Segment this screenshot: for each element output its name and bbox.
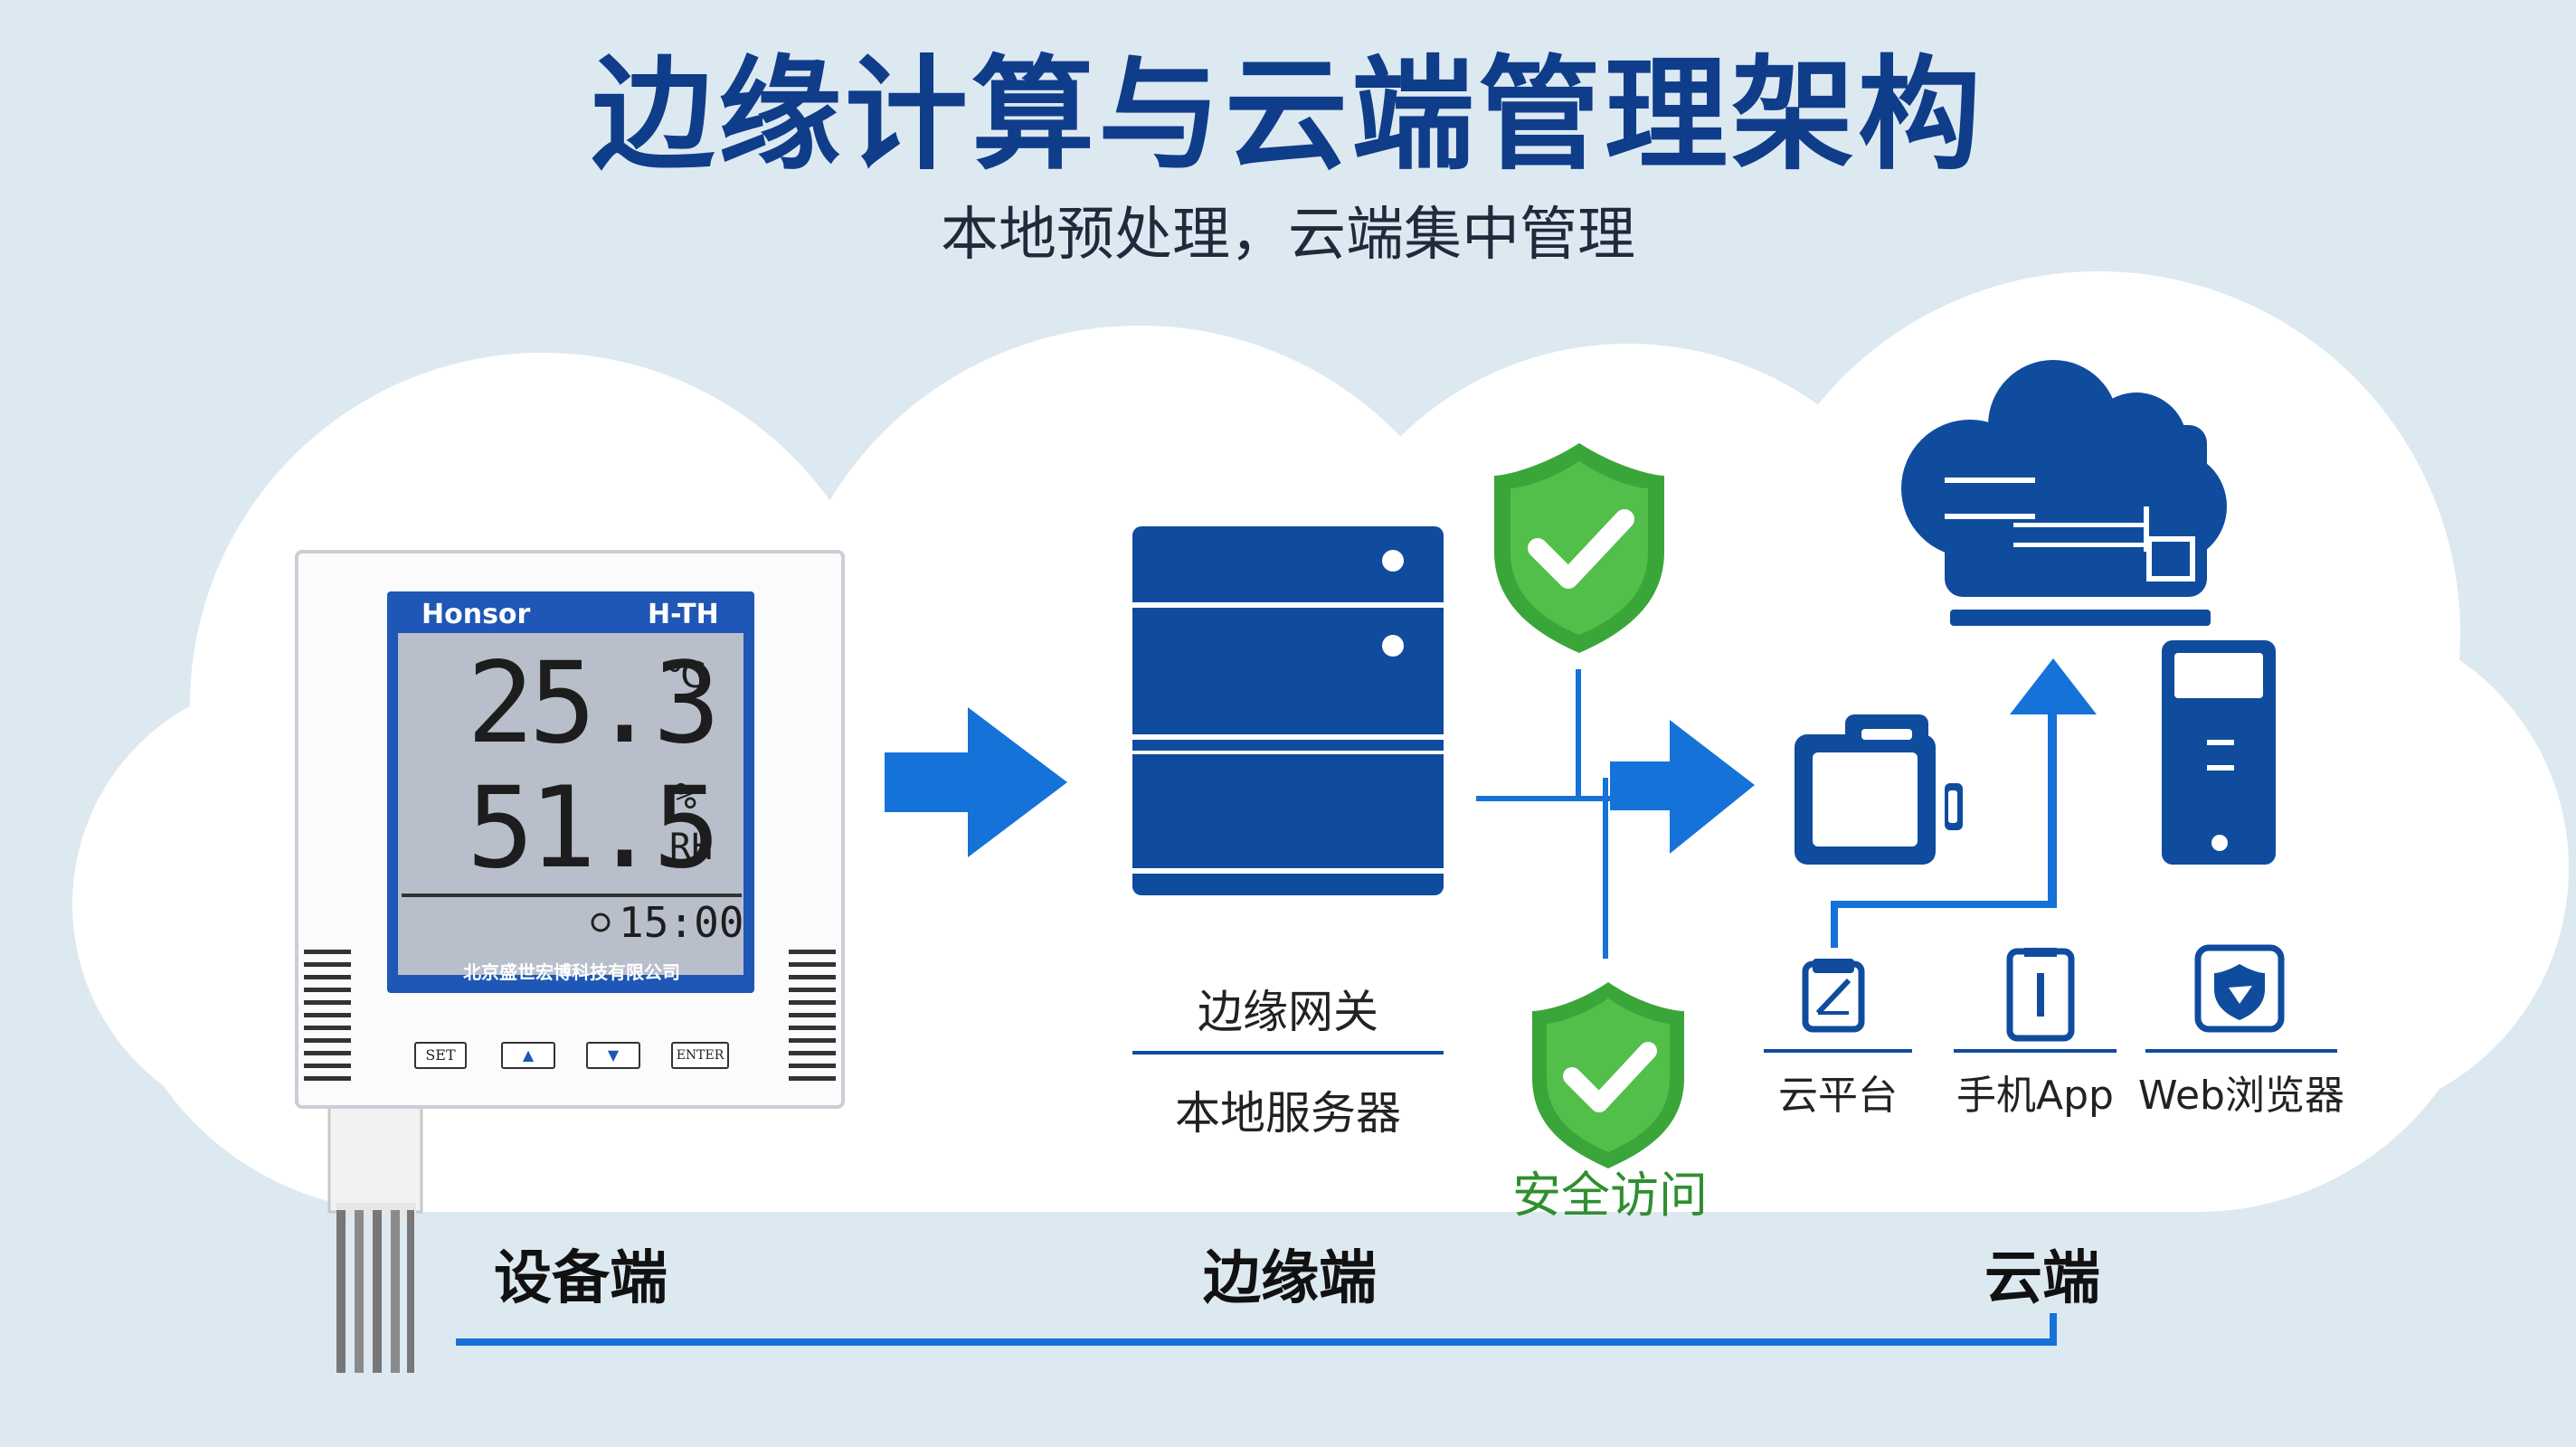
temperature-unit: ℃ [666, 655, 706, 696]
web-browser-small-icon [2194, 944, 2285, 1033]
humidity-unit-rh: RH [669, 827, 714, 868]
humidity-readout: 51.5 [467, 763, 721, 894]
device-model: H-TH [648, 599, 719, 630]
security-connector [1476, 669, 1614, 959]
gateway-label-divider [1132, 1051, 1444, 1055]
temperature-readout: 25.3 [467, 638, 721, 769]
edge-gateway-server-icon [1132, 526, 1444, 895]
secure-access-label: 安全访问 [1512, 1167, 1708, 1224]
stage-device: 设备端 [494, 1245, 668, 1312]
time-readout: 15:00 [619, 898, 744, 947]
page-title: 边缘计算与云端管理架构 [592, 44, 1984, 187]
shield-icon-top [1494, 443, 1664, 653]
mobile-app-small-icon [2006, 948, 2075, 1042]
edge-gateway-label: 边缘网关 [1198, 986, 1378, 1038]
arrow-up-to-cloud [1831, 658, 2097, 948]
down-button[interactable]: ▼ [586, 1042, 640, 1069]
tower-pc-icon [2162, 640, 2276, 865]
device-brand: Honsor [421, 599, 531, 630]
cloud-server-port [2146, 536, 2195, 582]
arrow-to-cloud-services [1610, 720, 1755, 854]
device-vent-left [304, 950, 351, 1081]
stage-timeline [456, 1313, 2057, 1346]
cloud-platform-label: 云平台 [1778, 1073, 1898, 1119]
cloud-server-icon [1901, 360, 2227, 626]
up-button[interactable]: ▲ [501, 1042, 555, 1069]
cloud-platform-small-icon [1802, 959, 1865, 1033]
local-server-label: 本地服务器 [1175, 1087, 1401, 1140]
clock-icon [591, 913, 611, 932]
mobile-app-label: 手机App [1956, 1073, 2114, 1119]
page-subtitle: 本地预处理，云端集中管理 [941, 202, 1635, 269]
stage-edge: 边缘端 [1203, 1245, 1377, 1312]
sensor-probe-icon [327, 1102, 423, 1373]
shield-icon-bottom [1532, 982, 1684, 1168]
humidity-unit-percent: % [675, 776, 697, 818]
web-browser-label: Web浏览器 [2138, 1073, 2344, 1119]
cloud-item-dividers [1764, 1049, 2337, 1053]
stage-cloud: 云端 [1984, 1245, 2100, 1312]
device-body [295, 550, 845, 1109]
device-vent-right [789, 950, 836, 1081]
arrow-device-to-gateway [885, 707, 1067, 857]
enter-button[interactable]: ENTER [671, 1042, 729, 1069]
set-button[interactable]: SET [414, 1042, 467, 1069]
cloud-server-slots [1945, 478, 2149, 552]
device-company: 北京盛世宏博科技有限公司 [463, 961, 680, 983]
